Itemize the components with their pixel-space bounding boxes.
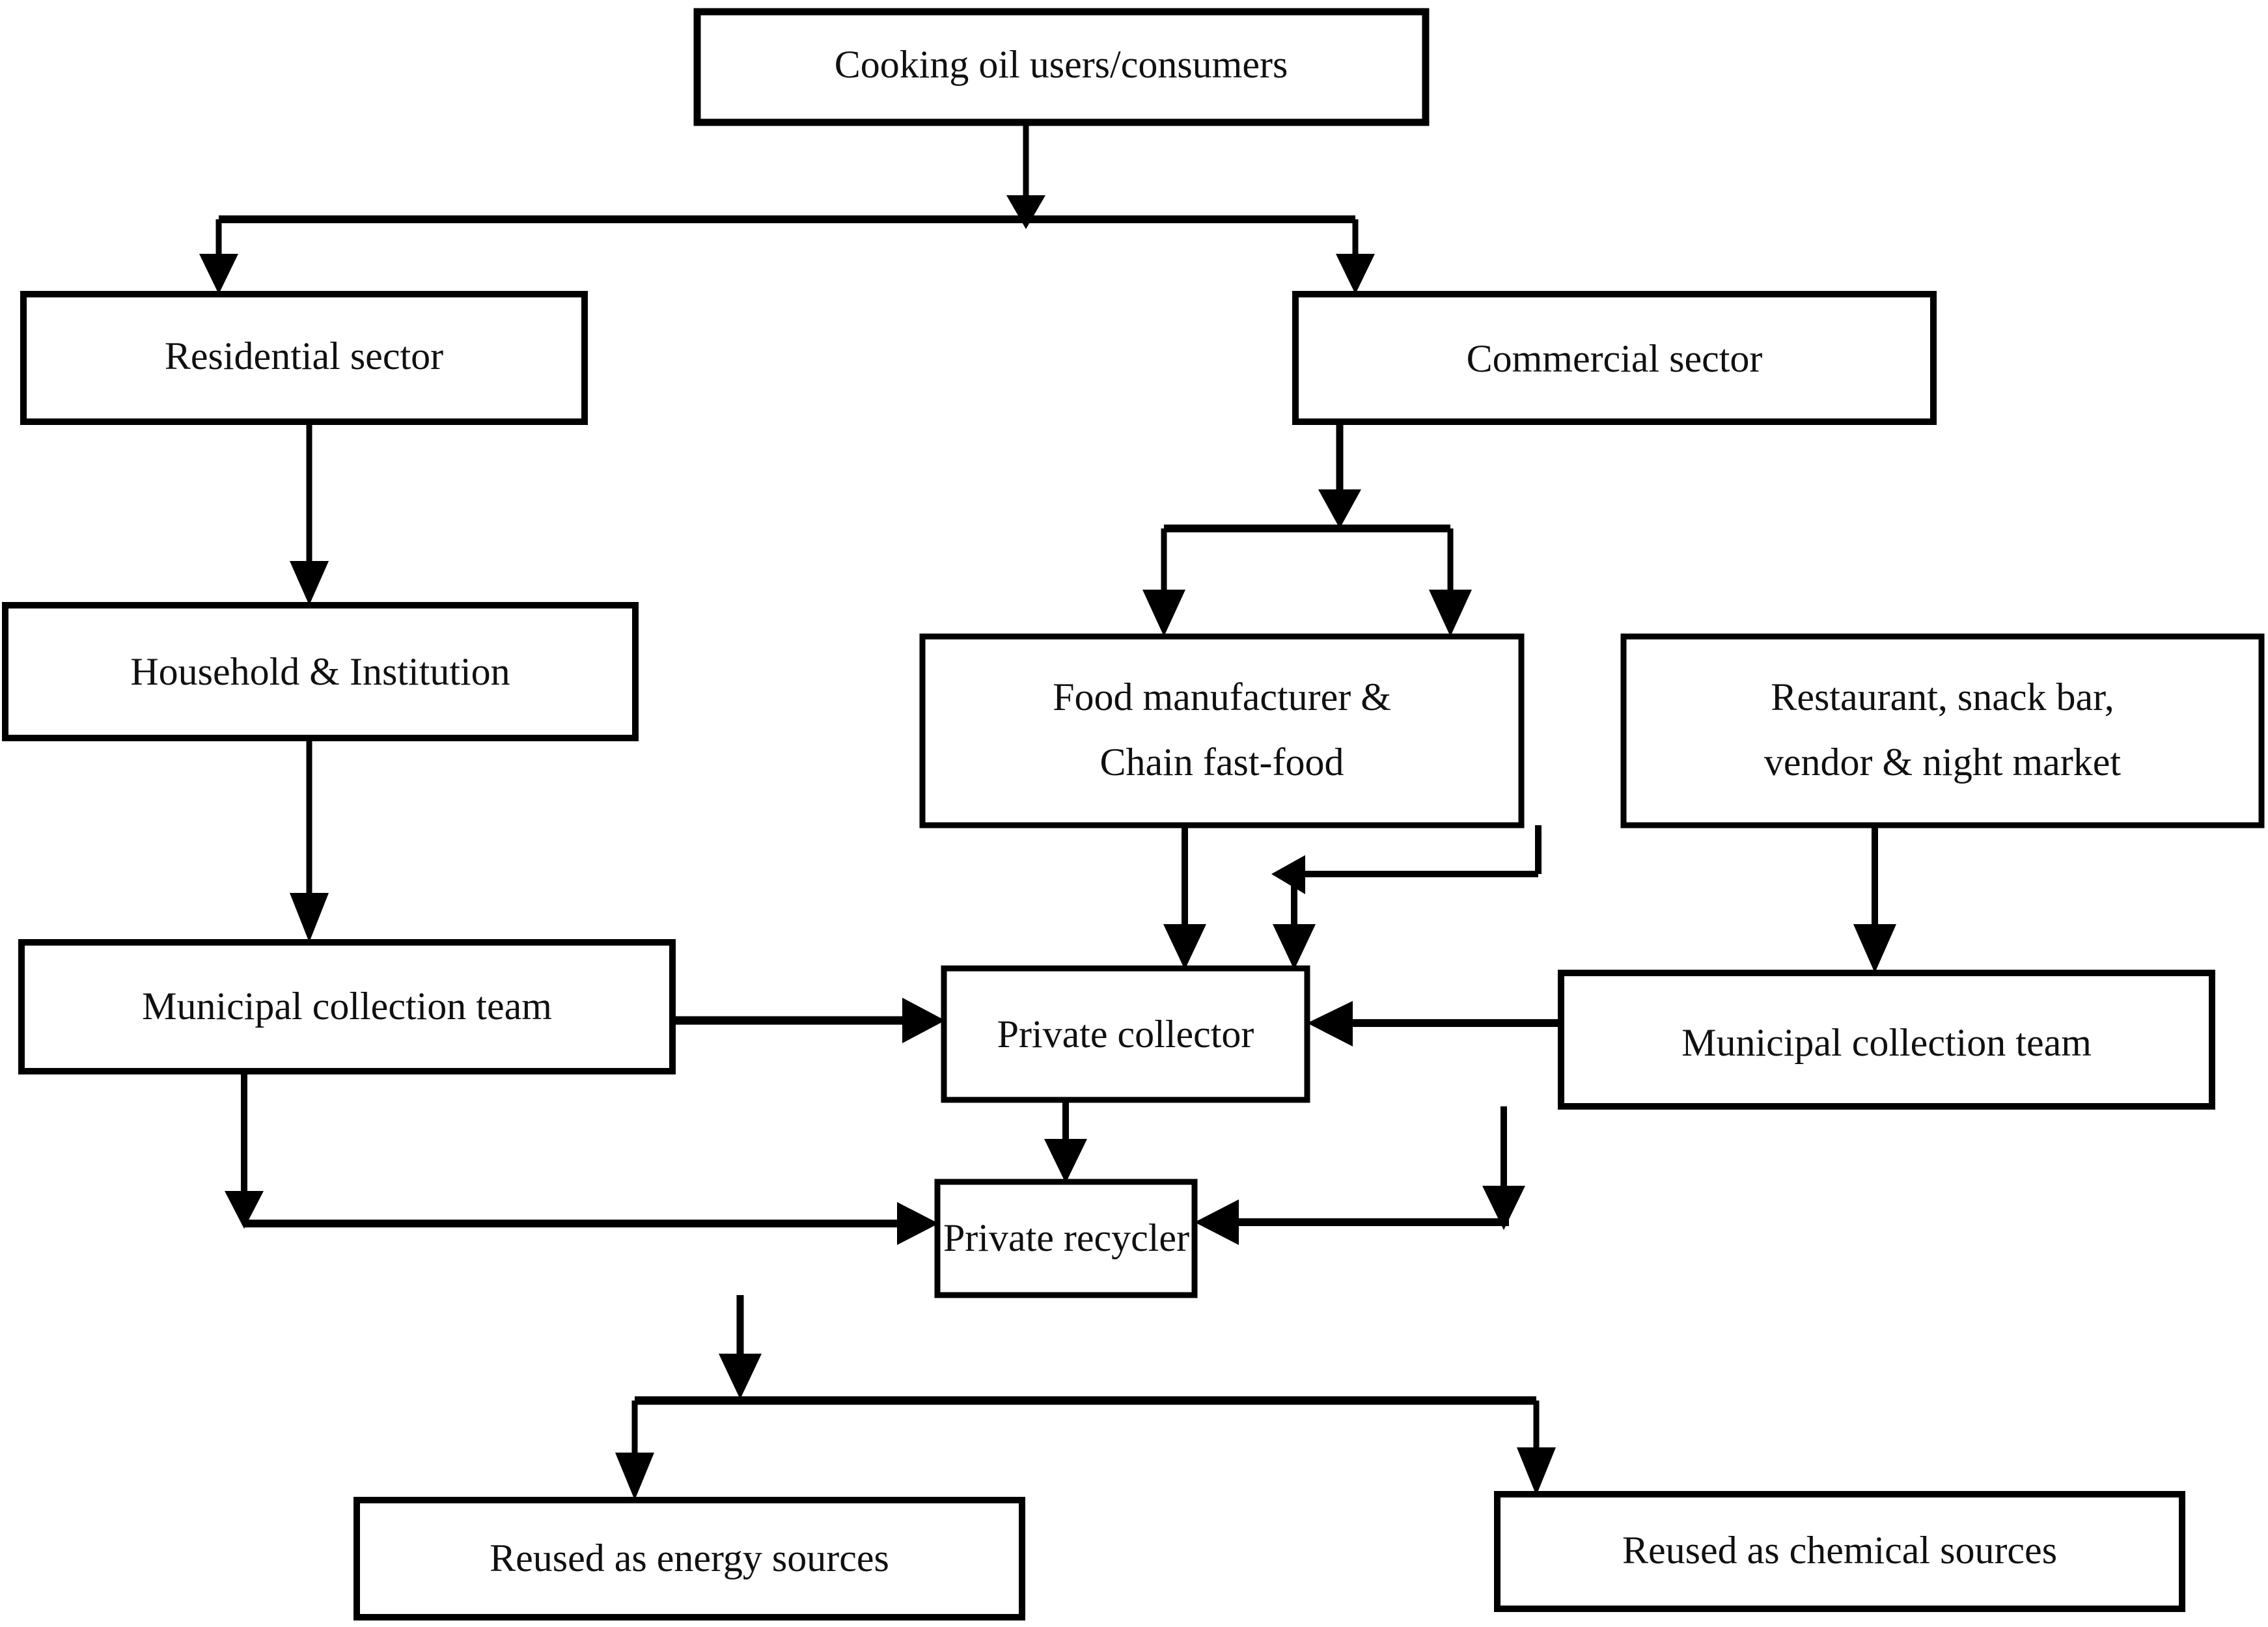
node-box-private-collector	[941, 965, 1310, 1103]
edge-private-recycler-to-split	[635, 1295, 1536, 1405]
node-private-recycler: Private recycler	[934, 1179, 1198, 1298]
edge-municipal-right-to-private-collector	[1307, 1001, 1561, 1046]
edge-municipal-right-to-private-recycler	[1195, 1106, 1525, 1245]
edge-household-to-municipal-left	[290, 738, 329, 942]
edge-split-to-residential	[199, 219, 238, 294]
node-label-household-institution: Household & Institution	[130, 650, 510, 693]
node-label-food-manufacturer-line1: Food manufacturer &	[1053, 676, 1391, 718]
node-reused-chemical-sources: Reused as chemical sources	[1494, 1491, 2185, 1612]
edge-commercial-to-split	[1164, 422, 1450, 532]
edge-restaurant-to-municipal-right	[1853, 825, 1896, 973]
node-box-municipal-collection-team-left	[18, 939, 676, 1074]
node-label-private-recycler: Private recycler	[943, 1216, 1189, 1259]
node-food-manufacturer: Food manufacturer & Chain fast-food	[919, 633, 1525, 828]
node-label-restaurant-line1: Restaurant, snack bar,	[1771, 676, 2114, 718]
node-box-commercial-sector	[1292, 291, 1937, 425]
node-label-commercial-sector: Commercial sector	[1467, 337, 1763, 380]
node-box-residential-sector	[20, 291, 588, 425]
node-commercial-sector: Commercial sector	[1292, 291, 1937, 425]
edge-restaurant-to-private-collector	[1271, 825, 1542, 970]
edge-split-to-commercial	[1336, 219, 1375, 294]
node-label-cooking-oil-users: Cooking oil users/consumers	[835, 43, 1288, 86]
node-box-reused-energy-sources	[353, 1497, 1025, 1620]
node-label-municipal-collection-team-left: Municipal collection team	[142, 985, 552, 1028]
edge-municipal-left-to-private-recycler	[225, 1071, 939, 1245]
edge-split-to-energy-sources	[615, 1401, 654, 1500]
node-cooking-oil-users: Cooking oil users/consumers	[693, 8, 1430, 126]
node-box-restaurant	[1620, 633, 2265, 828]
node-label-restaurant-line2: vendor & night market	[1764, 741, 2122, 784]
edge-split-to-food-manufacturer	[1142, 528, 1185, 636]
node-household-institution: Household & Institution	[2, 602, 639, 741]
node-label-reused-energy-sources: Reused as energy sources	[490, 1537, 889, 1579]
node-label-private-collector: Private collector	[997, 1013, 1254, 1056]
edge-residential-to-household	[290, 422, 329, 605]
node-box-municipal-collection-team-right	[1558, 970, 2215, 1110]
edge-split-to-restaurant	[1429, 528, 1472, 636]
node-label-residential-sector: Residential sector	[165, 335, 443, 377]
node-box-cooking-oil-users	[693, 8, 1430, 126]
edge-municipal-left-to-private-collector	[672, 998, 945, 1043]
node-label-municipal-collection-team-right: Municipal collection team	[1681, 1021, 2092, 1064]
node-municipal-collection-team-right: Municipal collection team	[1558, 970, 2215, 1110]
node-box-household-institution	[2, 602, 639, 741]
node-restaurant: Restaurant, snack bar, vendor & night ma…	[1620, 633, 2265, 828]
node-label-reused-chemical-sources: Reused as chemical sources	[1622, 1529, 2057, 1572]
node-box-food-manufacturer	[919, 633, 1525, 828]
node-box-private-recycler	[934, 1179, 1198, 1298]
node-residential-sector: Residential sector	[20, 291, 588, 425]
edge-layer	[199, 122, 1896, 1500]
node-label-food-manufacturer-line2: Chain fast-food	[1100, 741, 1344, 784]
node-box-reused-chemical-sources	[1494, 1491, 2185, 1612]
edge-private-collector-to-private-recycler	[1044, 1100, 1087, 1183]
node-private-collector: Private collector	[941, 965, 1310, 1103]
edge-split-to-chemical-sources	[1517, 1401, 1556, 1496]
node-municipal-collection-team-left: Municipal collection team	[18, 939, 676, 1074]
node-reused-energy-sources: Reused as energy sources	[353, 1497, 1025, 1620]
edge-food-manufacturer-to-private-collector	[1163, 825, 1206, 970]
edge-consumers-to-split	[219, 122, 1355, 229]
